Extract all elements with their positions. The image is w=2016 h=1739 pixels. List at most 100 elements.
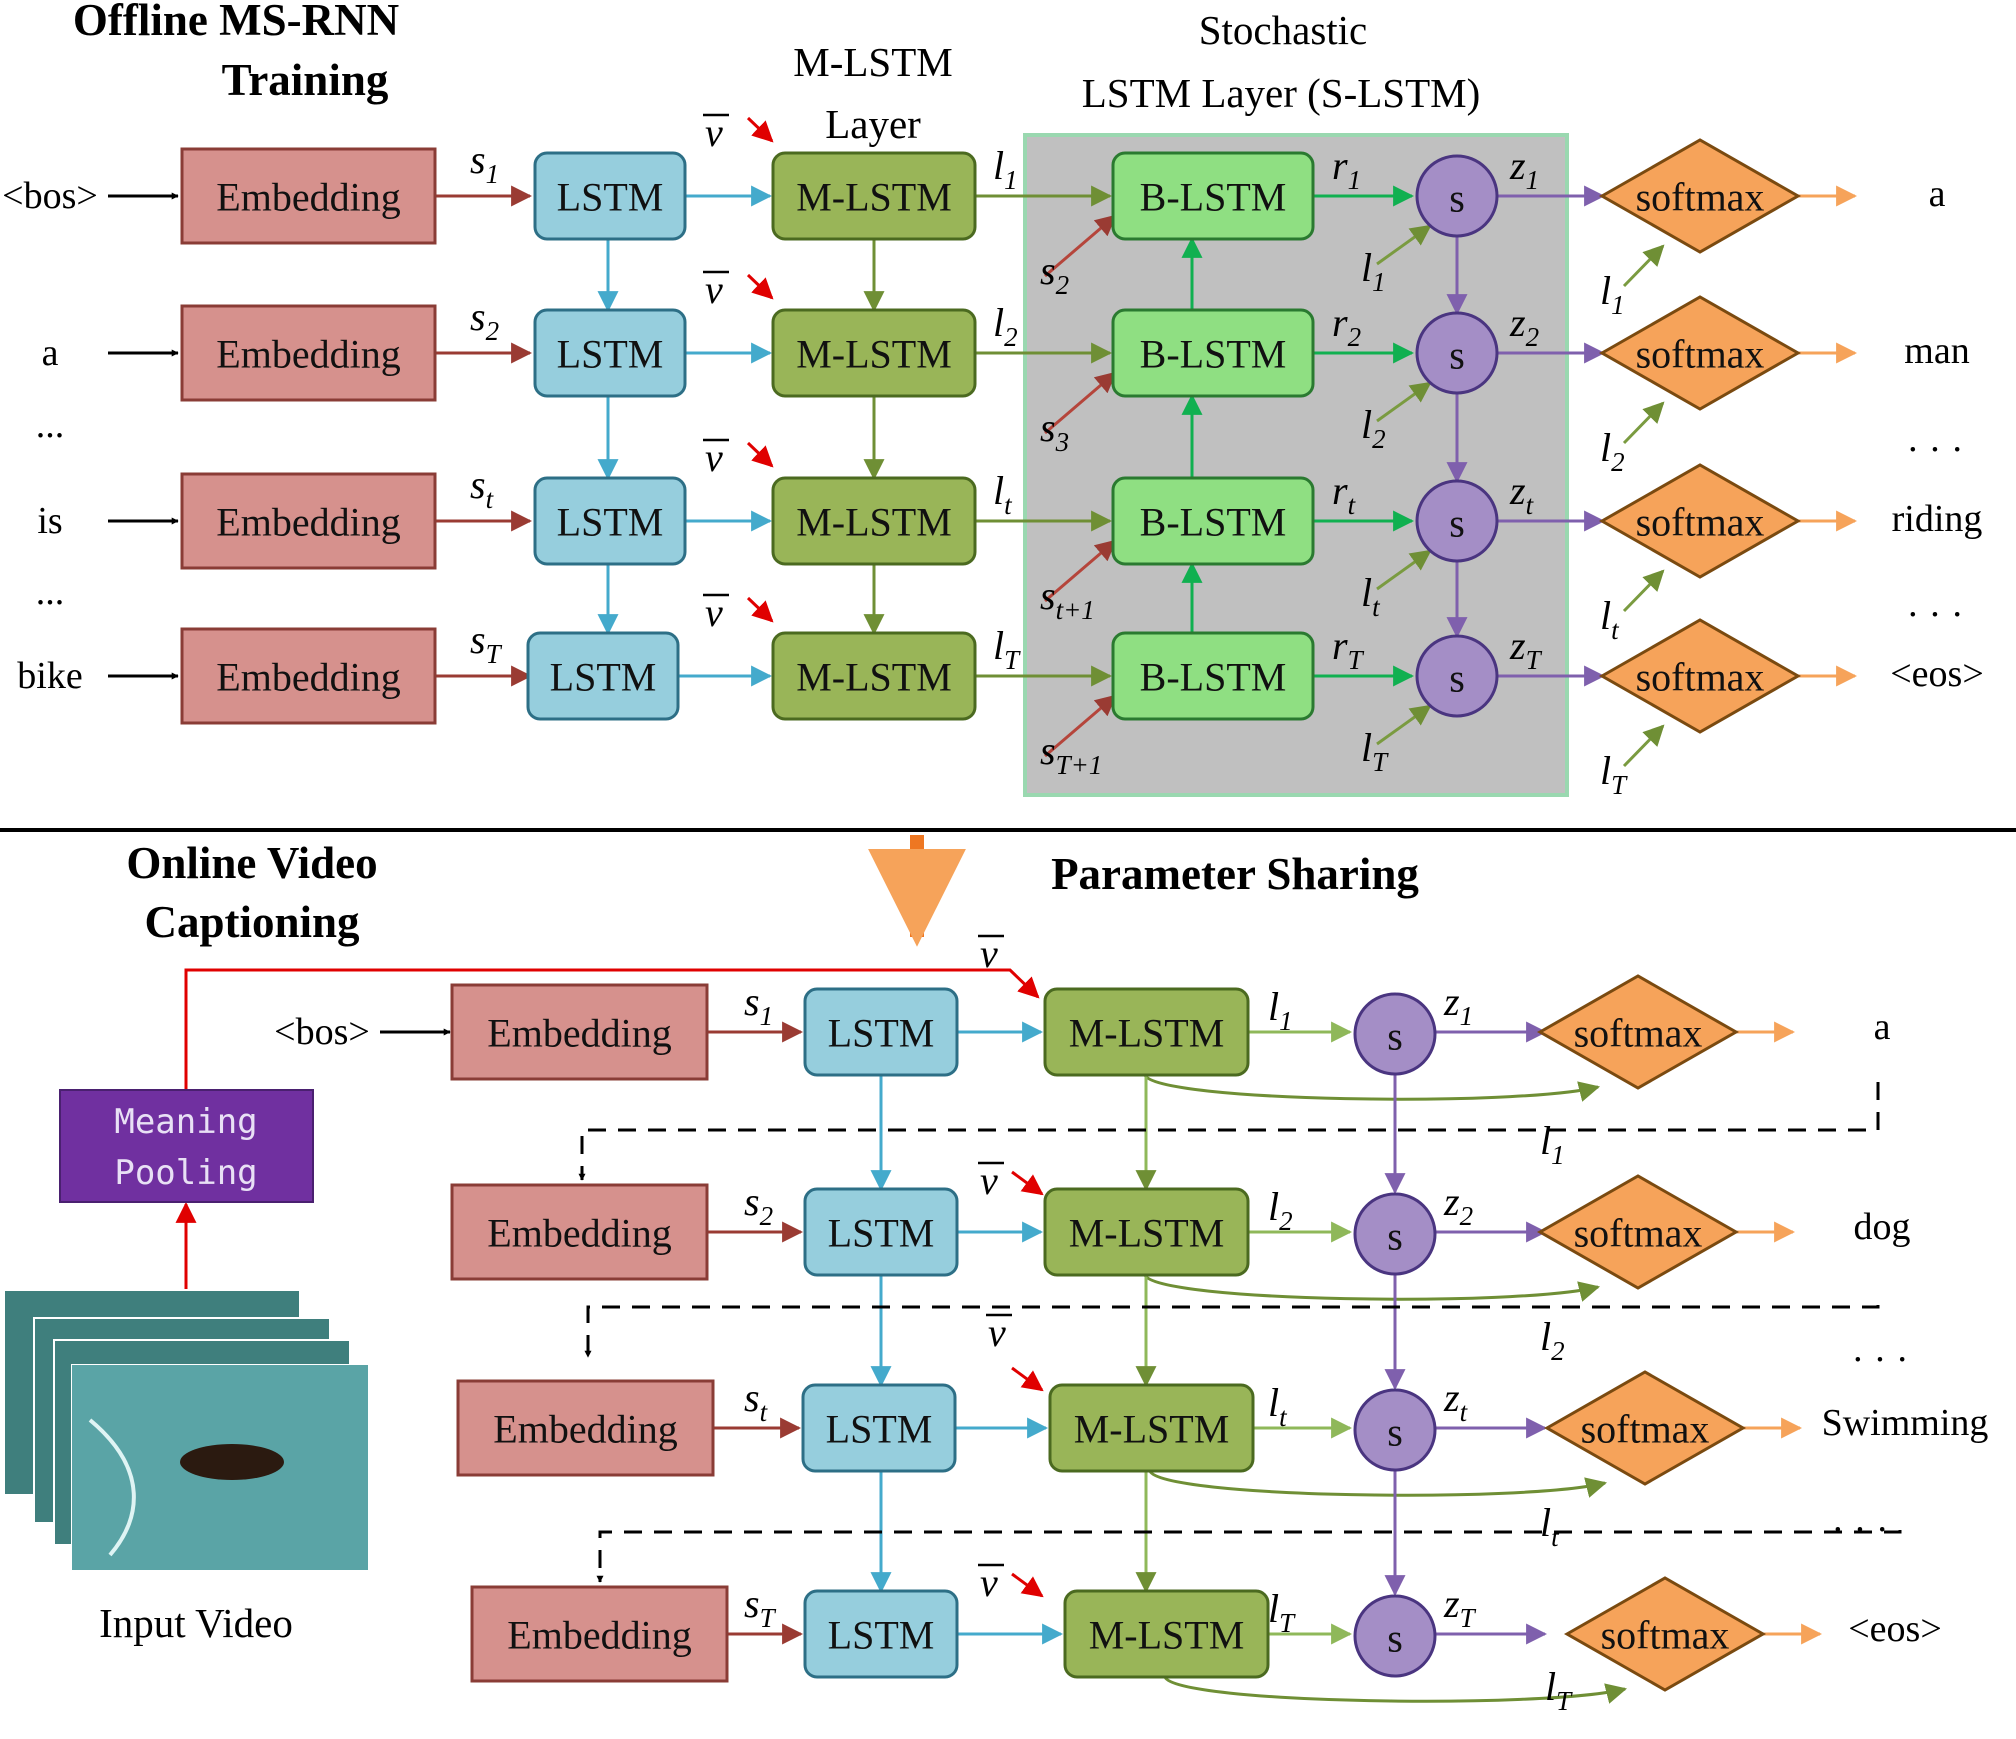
meaning-pooling-box bbox=[59, 1089, 314, 1203]
offline-s-node-3 bbox=[1415, 479, 1499, 563]
offline-vbar-4: v bbox=[705, 590, 723, 635]
offline-l-into-softmax-arrow-1 bbox=[1622, 244, 1665, 288]
online-lstm-3-label: LSTM bbox=[826, 1407, 933, 1452]
offline-lstm-2 bbox=[533, 308, 687, 398]
online-l-curve-2 bbox=[1143, 1274, 1601, 1302]
offline-s-label-1: s1 bbox=[470, 137, 499, 189]
offline-embedding-1-label: Embedding bbox=[216, 175, 400, 220]
offline-softmax-4 bbox=[1598, 618, 1802, 734]
offline-blstm-4-label: B-LSTM bbox=[1140, 655, 1287, 700]
offline-z-label-3: zt bbox=[1509, 468, 1535, 520]
offline-sb-label-4: sT+1 bbox=[1040, 728, 1102, 780]
offline-input-word-4: bike bbox=[17, 655, 82, 697]
online-output-ellipsis-1: · · · bbox=[1852, 1339, 1909, 1381]
offline-s-node-4 bbox=[1415, 634, 1499, 718]
online-embedding-4-label: Embedding bbox=[507, 1613, 691, 1658]
offline-l-into-softmax-label-3: lt bbox=[1600, 593, 1620, 645]
online-lstm-2-label: LSTM bbox=[828, 1211, 935, 1256]
offline-output-ellipsis-2: · · · bbox=[1907, 594, 1964, 636]
online-embedding-4 bbox=[470, 1585, 729, 1683]
offline-input-ellipsis-2: ... bbox=[36, 571, 65, 613]
online-softmax-4-label: softmax bbox=[1601, 1613, 1730, 1658]
offline-s-node-4-label: s bbox=[1449, 656, 1465, 701]
online-s-label-4: sT bbox=[744, 1581, 777, 1633]
video-water-ripple bbox=[88, 1418, 136, 1557]
offline-l-into-softmax-arrow-2 bbox=[1622, 401, 1665, 445]
offline-r-label-2: r2 bbox=[1332, 300, 1361, 352]
offline-vbar-arrow-1 bbox=[746, 116, 774, 143]
online-z-label-4: zT bbox=[1443, 1581, 1477, 1633]
offline-embedding-3 bbox=[180, 472, 437, 570]
offline-vbar-3: v bbox=[705, 435, 723, 480]
offline-vbar-2: v bbox=[705, 267, 723, 312]
mlstm-layer-title-line2: Layer bbox=[825, 101, 921, 147]
offline-softmax-2-label: softmax bbox=[1636, 332, 1765, 377]
offline-sb-arrow-2 bbox=[1044, 371, 1117, 435]
offline-sb-arrow-4 bbox=[1044, 694, 1117, 758]
online-vbar-arrow-2 bbox=[1011, 1170, 1044, 1196]
offline-mlstm-4-label: M-LSTM bbox=[796, 655, 952, 700]
online-embedding-3 bbox=[456, 1379, 715, 1477]
online-softmax-l-label-3: l2 bbox=[1540, 1314, 1565, 1366]
offline-l-into-softmax-arrow-3 bbox=[1622, 569, 1665, 613]
online-embedding-2-label: Embedding bbox=[487, 1211, 671, 1256]
offline-softmax-4-label: softmax bbox=[1636, 655, 1765, 700]
offline-softmax-1 bbox=[1598, 138, 1802, 254]
offline-softmax-2 bbox=[1598, 295, 1802, 411]
meaning-pooling-label-line2: Pooling bbox=[114, 1153, 257, 1193]
offline-l-label-3: lt bbox=[993, 468, 1013, 520]
online-lstm-3 bbox=[801, 1383, 957, 1473]
online-softmax-1 bbox=[1536, 974, 1740, 1090]
online-l-curve-1 bbox=[1143, 1074, 1601, 1102]
offline-vbar-arrow-3 bbox=[746, 441, 774, 468]
offline-l-into-s-label-3: lt bbox=[1361, 570, 1381, 622]
offline-l-into-s-label-1: l1 bbox=[1361, 245, 1386, 297]
online-l-curve-4 bbox=[1163, 1676, 1628, 1704]
online-bos-word: <bos> bbox=[274, 1011, 370, 1053]
offline-l-into-s-arrow-4 bbox=[1376, 704, 1432, 746]
offline-sb-label-2: s3 bbox=[1040, 405, 1069, 457]
pooling-to-mlstm-arrow bbox=[184, 968, 1040, 1090]
online-mlstm-4-label: M-LSTM bbox=[1089, 1613, 1245, 1658]
meaning-pooling-label-line1: Meaning bbox=[114, 1102, 257, 1142]
offline-vbar-arrow-4 bbox=[746, 596, 774, 623]
online-lstm-4 bbox=[803, 1589, 959, 1679]
offline-s-node-2-label: s bbox=[1449, 333, 1465, 378]
offline-r-label-4: rT bbox=[1332, 623, 1365, 675]
offline-embedding-2-label: Embedding bbox=[216, 332, 400, 377]
offline-softmax-3-label: softmax bbox=[1636, 500, 1765, 545]
online-embedding-3-label: Embedding bbox=[493, 1407, 677, 1452]
online-softmax-2 bbox=[1536, 1174, 1740, 1290]
online-s-node-4 bbox=[1353, 1594, 1437, 1678]
online-l-curve-3 bbox=[1148, 1470, 1608, 1498]
online-s-node-1 bbox=[1353, 992, 1437, 1076]
offline-input-word-1: <bos> bbox=[2, 175, 98, 217]
offline-embedding-1 bbox=[180, 147, 437, 245]
offline-input-word-3: is bbox=[37, 500, 62, 542]
offline-input-ellipsis-1: ... bbox=[36, 404, 65, 446]
online-l-label-2: l2 bbox=[1268, 1184, 1293, 1236]
offline-l-label-4: lT bbox=[993, 623, 1021, 675]
offline-output-word-2: man bbox=[1904, 330, 1969, 372]
offline-embedding-2 bbox=[180, 304, 437, 402]
online-mlstm-4 bbox=[1063, 1589, 1270, 1679]
offline-l-into-softmax-label-1: l1 bbox=[1600, 268, 1625, 320]
online-softmax-2-label: softmax bbox=[1574, 1211, 1703, 1256]
offline-sb-arrow-3 bbox=[1044, 539, 1117, 603]
offline-r-label-3: rt bbox=[1332, 468, 1357, 520]
online-lstm-1-label: LSTM bbox=[828, 1011, 935, 1056]
offline-output-word-4: <eos> bbox=[1890, 653, 1984, 695]
online-softmax-l-label-4: lt bbox=[1540, 1500, 1560, 1552]
slstm-title-line1: Stochastic bbox=[1199, 7, 1368, 53]
offline-mlstm-2 bbox=[771, 308, 977, 398]
online-output-ellipsis-2: · · · bbox=[1832, 1509, 1889, 1551]
mlstm-layer-title-line1: M-LSTM bbox=[793, 39, 952, 85]
offline-embedding-4-label: Embedding bbox=[216, 655, 400, 700]
online-title-line1: Online Video bbox=[126, 838, 377, 888]
offline-sb-label-3: st+1 bbox=[1040, 573, 1095, 625]
offline-l-into-softmax-label-2: l2 bbox=[1600, 425, 1625, 477]
offline-l-into-s-label-2: l2 bbox=[1361, 402, 1386, 454]
online-l-label-4: lT bbox=[1268, 1586, 1296, 1638]
offline-output-word-1: a bbox=[1929, 173, 1946, 215]
online-lstm-1 bbox=[803, 987, 959, 1077]
